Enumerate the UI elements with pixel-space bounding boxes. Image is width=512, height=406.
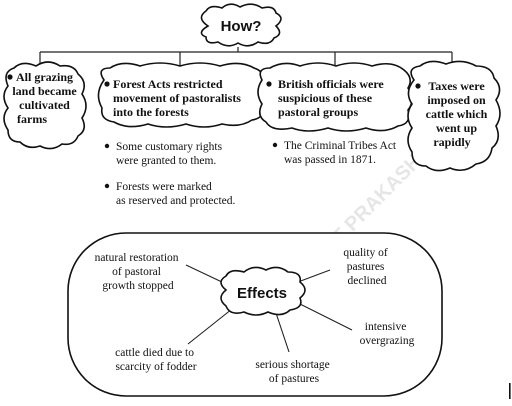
cause-4-line-2: imposed on [427, 93, 486, 107]
note-2a-bullet [104, 143, 110, 149]
cause-4-text: Taxes were imposed on cattle which went … [426, 79, 491, 149]
cause-1-line-3: cultivated [19, 98, 70, 112]
effects-hub-cloud [220, 266, 306, 316]
effect-serious-shortage: serious shortage of pastures [255, 359, 332, 385]
effect-intensive-overgrazing: intensive overgrazing [360, 321, 415, 347]
effect-3-line-2: overgrazing [360, 335, 415, 347]
cause-1-line-2: land became [12, 84, 77, 98]
note-3a-line-1: The Criminal Tribes Act [284, 140, 397, 152]
spoke-serious-shortage [275, 312, 290, 353]
cause-3: British officials were suspicious of the… [257, 62, 413, 132]
effect-cattle-died: cattle died due to scarcity of fodder [115, 347, 197, 373]
cause-2-line-3: into the forests [113, 105, 189, 119]
note-2a-line-2: were granted to them. [116, 155, 216, 167]
cause-2-notes: Some customary rights were granted to th… [104, 141, 236, 207]
cause-1-text: All grazing land became cultivated farms [12, 70, 79, 126]
effect-2-line-3: declined [348, 275, 387, 287]
root-cloud-shape [200, 3, 282, 47]
spoke-natural-restoration [185, 264, 225, 284]
effects-spokes [185, 264, 353, 353]
note-3a-text: The Criminal Tribes Act was passed in 18… [284, 140, 399, 166]
cause-4-line-5: rapidly [433, 135, 470, 149]
cause-4-bullet [415, 83, 421, 89]
cause-2-line-2: movement of pastoralists [113, 91, 241, 105]
effect-2-line-1: quality of [343, 247, 388, 259]
cause-3-line-1: British officials were [278, 77, 384, 91]
cause-4-line-3: cattle which [426, 107, 488, 121]
note-2a-text: Some customary rights were granted to th… [116, 141, 225, 167]
cause-3-line-3: pastoral groups [278, 105, 358, 119]
note-2b-line-1: Forests were marked [116, 181, 212, 193]
cause-1: All grazing land became cultivated farms [3, 61, 87, 150]
effect-3-line-1: intensive [365, 321, 407, 333]
cause-4: Taxes were imposed on cattle which went … [407, 60, 501, 172]
note-2b-line-2: as reserved and protected. [116, 195, 236, 207]
cause-4-line-1: Taxes were [428, 79, 485, 93]
effects-panel: Effects natural restoration of pastoral … [67, 232, 443, 397]
effect-5-line-1: cattle died due to [115, 347, 194, 359]
effect-4-line-1: serious shortage [255, 359, 329, 371]
cause-1-cloud [3, 61, 87, 150]
effect-2-line-2: pastures [347, 261, 385, 273]
spoke-cattle-died [187, 308, 233, 345]
cause-2-line-1: Forest Acts restricted [113, 77, 223, 91]
cause-1-line-4: farms [17, 112, 47, 126]
effect-quality-declined: quality of pastures declined [343, 247, 390, 287]
cause-2: Forest Acts restricted movement of pasto… [97, 62, 267, 128]
cause-3-notes: The Criminal Tribes Act was passed in 18… [272, 140, 399, 166]
effect-1-line-1: natural restoration [95, 252, 179, 264]
cause-3-text: British officials were suspicious of the… [278, 77, 387, 119]
cause-4-line-4: went up [436, 121, 477, 135]
root-node: How? [200, 3, 282, 47]
cause-3-cloud [257, 62, 413, 132]
effect-1-line-2: of pastoral [112, 266, 161, 278]
note-2a-line-1: Some customary rights [116, 141, 223, 153]
effect-4-line-2: of pastures [269, 373, 320, 385]
cause-2-text: Forest Acts restricted movement of pasto… [113, 77, 244, 119]
effect-5-line-2: scarcity of fodder [115, 361, 196, 373]
note-2b-text: Forests were marked as reserved and prot… [116, 181, 236, 207]
note-3a-bullet [272, 142, 278, 148]
spoke-intensive-overgrazing [299, 303, 353, 331]
note-2b-bullet [104, 183, 110, 189]
cause-3-line-2: suspicious of these [278, 91, 373, 105]
cause-3-bullet [266, 81, 272, 87]
note-3a-line-2: was passed in 1871. [284, 154, 376, 166]
cause-1-line-1: All grazing [16, 70, 73, 84]
root-label: How? [221, 18, 262, 35]
cause-2-bullet [104, 81, 110, 87]
effect-natural-restoration: natural restoration of pastoral growth s… [95, 252, 182, 292]
text-cursor-mark [509, 383, 511, 399]
cause-4-cloud [407, 60, 501, 172]
effect-1-line-3: growth stopped [102, 280, 173, 292]
cause-1-bullet [7, 74, 13, 80]
effects-hub-label: Effects [237, 285, 287, 302]
spoke-quality-declined [297, 269, 331, 283]
